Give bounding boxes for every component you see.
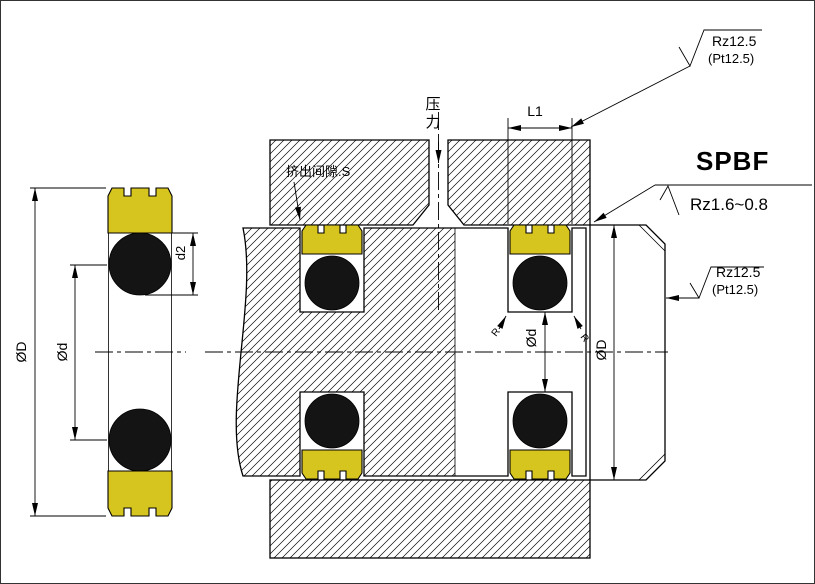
piston-hatching [236,228,455,476]
seal-outer-diameter-label: ØD [13,342,29,363]
chamfer-edge [638,224,666,252]
dim-seal-outer-diameter: ØD [13,187,106,517]
groove-diameter-label: Ød [523,329,539,348]
dim-seal-inner-diameter: Ød [54,264,107,441]
piston-outline [235,227,587,477]
slide-ring-left-bottom [301,449,363,480]
o-ring-left-top [304,255,360,311]
radius-label: R [578,332,591,344]
installation-view: 挤出间隙.S L1 Ød ØD R R [205,103,668,559]
groove-width-label: L1 [527,103,543,119]
peak-value: (Pt12.5) [708,51,754,66]
dim-groove-width: L1 [507,103,573,224]
leader-line [593,184,656,223]
product-code-and-bore-finish: SPBF Rz1.6~0.8 [593,146,812,223]
left-view-seal-section: ØD Ød d2 [13,187,198,517]
end-cap [589,224,666,481]
roughness-symbol-icon [689,266,764,300]
o-ring-left-bottom [304,393,360,449]
o-ring-right-top [512,255,568,311]
leader-line [293,181,301,221]
bore-roughness-value: Rz1.6~0.8 [690,195,768,214]
dim-oring-cross-section: d2 [145,232,198,296]
dim-groove-diameter: Ød [523,312,548,392]
roughness-value: Rz12.5 [716,264,761,280]
roughness-symbol-icon [678,29,762,68]
product-code-label: SPBF [696,146,769,176]
bore-diameter-label: ØD [593,340,609,361]
o-ring-upper [108,232,172,296]
surface-finish-groove-callout: Rz12.5 (Pt12.5) [570,29,762,128]
slide-ring-left-top [301,224,363,255]
slide-ring-right-top [509,224,571,255]
o-ring-right-bottom [512,393,568,449]
leader-line [573,315,583,330]
seal-inner-diameter-label: Ød [54,343,70,362]
cylinder-wall-top-left [269,139,430,226]
peak-value: (Pt12.5) [712,282,758,297]
radius-label: R [490,326,503,338]
oring-section-label: d2 [173,246,188,260]
extrusion-gap-label: 挤出间隙.S [286,164,351,179]
leader-line [570,65,691,128]
radius-callout-left: R [490,315,507,339]
cylinder-wall-top-right [447,139,591,226]
slide-ring-lower [107,470,173,517]
cylinder-wall-bottom [269,479,591,559]
leader-line [497,315,507,330]
slide-ring-right-bottom [509,449,571,480]
pressure-label: 压力 [425,96,441,132]
radius-callout-right: R [573,315,591,345]
dim-bore-diameter: ØD [593,225,617,480]
chamfer-edge [638,453,666,481]
surface-finish-end-face-callout: Rz12.5 (Pt12.5) [666,264,764,301]
roughness-symbol-icon [659,184,680,216]
slide-ring-upper [107,187,173,234]
roughness-value: Rz12.5 [712,33,757,49]
o-ring-lower [108,408,172,472]
